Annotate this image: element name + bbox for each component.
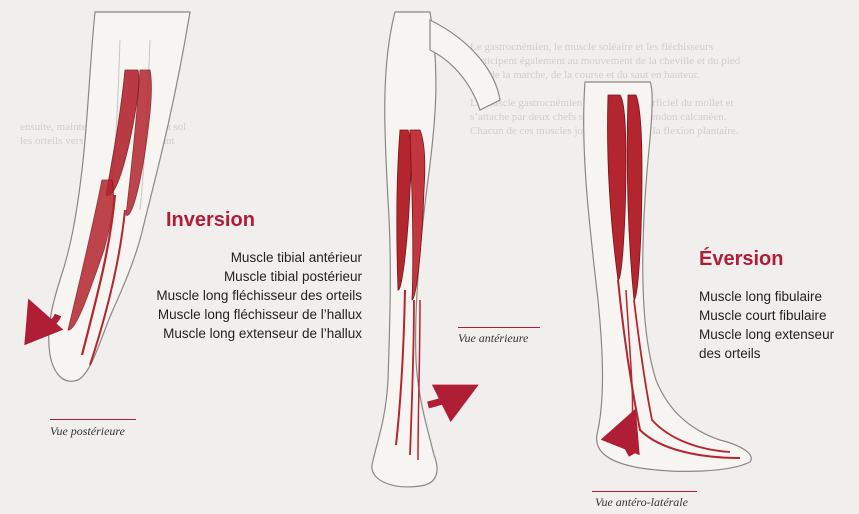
muscle-label: Muscle tibial antérieur <box>125 248 362 267</box>
inversion-heading: Inversion <box>166 209 255 232</box>
caption-anterolateral: Vue antéro-latérale <box>595 495 688 510</box>
inversion-muscle-list: Muscle tibial antérieur Muscle tibial po… <box>125 248 362 343</box>
muscle-label: Muscle long extenseur de l’hallux <box>125 324 362 343</box>
muscle-label: Muscle long fibulaire <box>699 287 849 306</box>
eversion-heading: Éversion <box>699 248 783 271</box>
muscle-label: Muscle long fléchisseur des orteils <box>125 286 362 305</box>
muscle-label: des orteils <box>699 344 849 363</box>
caption-rule <box>592 491 697 492</box>
muscle-label: Muscle tibial postérieur <box>125 267 362 286</box>
caption-anterior: Vue antérieure <box>458 331 528 346</box>
muscle-label: Muscle court fibulaire <box>699 306 849 325</box>
caption-rule <box>50 419 136 420</box>
leg-anterolateral-view <box>584 82 752 471</box>
caption-rule <box>458 327 540 328</box>
eversion-muscle-list: Muscle long fibulaire Muscle court fibul… <box>699 287 849 363</box>
leg-anterior-view <box>372 12 500 487</box>
muscle-label: Muscle long fléchisseur de l’hallux <box>125 305 362 324</box>
caption-posterior: Vue postérieure <box>50 424 125 439</box>
muscle-label: Muscle long extenseur <box>699 325 849 344</box>
